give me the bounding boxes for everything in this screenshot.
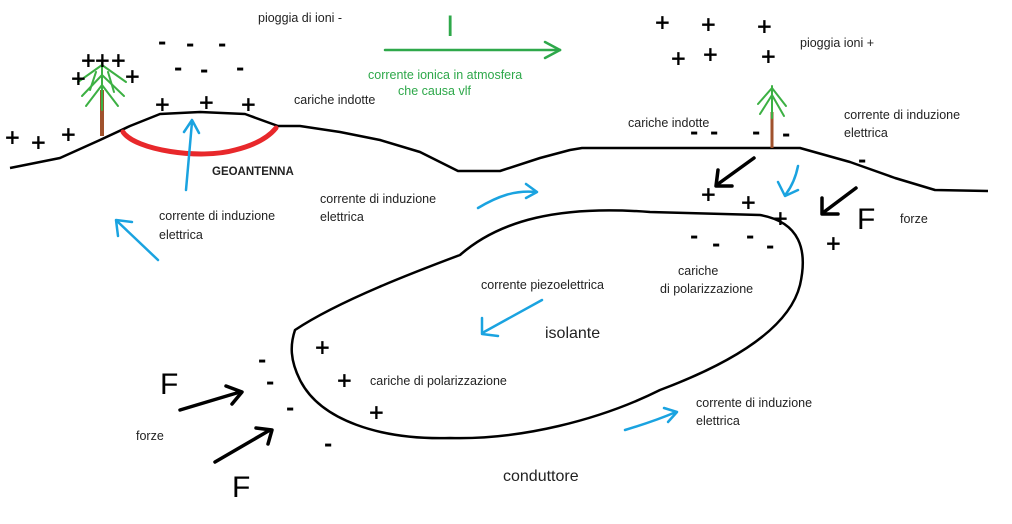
minus-charge: - — [200, 60, 208, 80]
plus-charge: + — [240, 94, 257, 114]
atmosphere-current-label-line2: che causa vlf — [398, 83, 471, 99]
minus-charge: - — [710, 122, 718, 142]
induction-left-label-line1: corrente di induzione — [159, 208, 275, 224]
plus-charge: + — [702, 44, 719, 64]
polarization-right-label-line1: cariche — [678, 263, 718, 279]
minus-charge: - — [752, 122, 760, 142]
plus-charge: + — [825, 233, 842, 253]
induction-mid-label-line1: corrente di induzione — [320, 191, 436, 207]
induction-left-arrow — [116, 220, 158, 260]
plus-charge: + — [60, 124, 77, 144]
plus-charge: + — [700, 184, 717, 204]
plus-charge: + — [740, 192, 757, 212]
minus-charge: - — [782, 124, 790, 144]
plus-charge: + — [670, 48, 687, 68]
force-symbol-left-lower: F — [232, 473, 250, 503]
induced-charges-left-label: cariche indotte — [294, 92, 375, 108]
minus-charge: - — [266, 372, 274, 392]
force-symbol-left-upper: F — [160, 370, 178, 400]
rain-negative-label: pioggia di ioni - — [258, 10, 342, 26]
plus-charge: + — [368, 402, 385, 422]
ground-line — [10, 112, 988, 191]
minus-charge: - — [218, 34, 226, 54]
plus-charge: + — [336, 370, 353, 390]
plus-charge: + — [772, 208, 789, 228]
plus-charge: + — [760, 46, 777, 66]
minus-charge: - — [236, 58, 244, 78]
minus-charge: - — [858, 150, 866, 170]
plus-charge: + — [700, 14, 717, 34]
plus-charge: + — [30, 132, 47, 152]
force-arrow-left-upper — [180, 386, 242, 410]
forces-left-label: forze — [136, 428, 164, 444]
plus-charge: + — [756, 16, 773, 36]
plus-charge: + — [154, 94, 171, 114]
plus-charge: + — [124, 66, 141, 86]
insulator-label: isolante — [545, 326, 600, 342]
induction-bottom-arrow — [625, 408, 677, 430]
minus-charge: - — [690, 122, 698, 142]
forces-right-label: forze — [900, 211, 928, 227]
geoantenna-label: GEOANTENNA — [212, 164, 294, 180]
minus-charge: - — [286, 398, 294, 418]
induction-mid-arrow — [478, 184, 537, 208]
force-symbol-right: F — [857, 205, 875, 235]
induction-right-label-line1: corrente di induzione — [844, 107, 960, 123]
rain-positive-label: pioggia ioni + — [800, 35, 874, 51]
atmosphere-current-label-line1: corrente ionica in atmosfera — [368, 67, 522, 83]
polarization-left-label: cariche di polarizzazione — [370, 373, 507, 389]
induction-mid-label-line2: elettrica — [320, 209, 364, 225]
piezo-current-arrow — [482, 300, 542, 336]
force-arrow-right-lower — [822, 188, 856, 214]
plus-charge: + — [4, 127, 21, 147]
minus-charge: - — [746, 226, 754, 246]
induction-right-arrow — [778, 166, 798, 196]
conductor-label: conduttore — [503, 469, 579, 485]
induction-left-label-line2: elettrica — [159, 227, 203, 243]
force-arrow-right-upper — [716, 158, 754, 186]
plus-charge: + — [314, 337, 331, 357]
plus-charge: + — [654, 12, 671, 32]
minus-charge: - — [712, 234, 720, 254]
atmosphere-current-arrow — [385, 42, 560, 58]
induction-bottom-label-line1: corrente di induzione — [696, 395, 812, 411]
piezo-current-label: corrente piezoelettrica — [481, 277, 604, 293]
induction-right-label-line2: elettrica — [844, 125, 888, 141]
minus-charge: - — [258, 350, 266, 370]
plus-charge: + — [94, 50, 111, 70]
force-arrow-left-lower — [215, 428, 272, 462]
polarization-right-label-line2: di polarizzazione — [660, 281, 753, 297]
current-symbol: I — [446, 12, 454, 42]
induction-bottom-label-line2: elettrica — [696, 413, 740, 429]
minus-charge: - — [324, 434, 332, 454]
minus-charge: - — [174, 58, 182, 78]
minus-charge: - — [186, 34, 194, 54]
minus-charge: - — [766, 236, 774, 256]
plus-charge: + — [70, 68, 87, 88]
minus-charge: - — [158, 32, 166, 52]
minus-charge: - — [690, 226, 698, 246]
plus-charge: + — [198, 92, 215, 112]
